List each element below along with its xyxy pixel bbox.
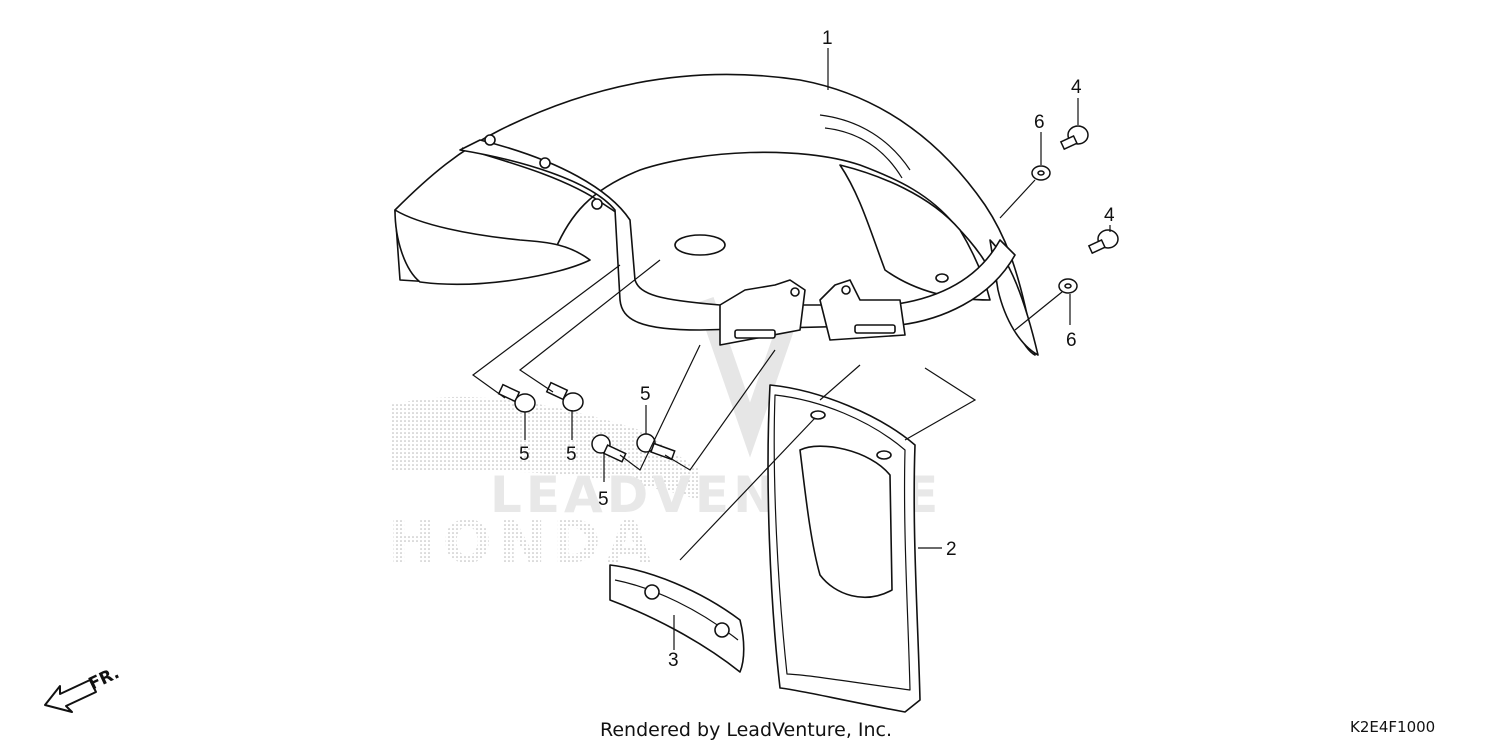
fender-rib-3 [824, 127, 903, 179]
leader-flap-2 [904, 367, 977, 441]
mud-flap [767, 384, 921, 713]
callout-5-b: 5 [566, 444, 577, 465]
washer-hole [1064, 283, 1072, 289]
front-arrow-icon [44, 679, 97, 713]
leader-washer-lower [1014, 291, 1063, 331]
mud-flap-hole [876, 450, 892, 460]
callout-5-d: 5 [640, 384, 651, 405]
front-label: FR. [86, 663, 123, 694]
reflector-stud [714, 622, 730, 638]
reflector [609, 564, 745, 673]
bolt-d [636, 433, 676, 461]
honda-wing-logo [390, 396, 700, 500]
fender-front-lip [394, 209, 591, 286]
washer-upper [1031, 165, 1051, 181]
stay-slot-left [734, 329, 776, 339]
callout-5-a: 5 [519, 444, 530, 465]
bolt-shank [545, 381, 569, 401]
footer-credit: Rendered by LeadVenture, Inc. [600, 719, 893, 741]
fender-grommet [674, 234, 726, 256]
callout-2: 2 [946, 539, 957, 560]
screw-shank [1087, 238, 1106, 255]
leader-flap [819, 364, 861, 401]
callout-6-lower: 6 [1066, 330, 1077, 351]
leader-lines [471, 48, 1111, 650]
callout-6-upper: 6 [1034, 112, 1045, 133]
fender-stay [459, 134, 1016, 346]
mud-flap-hole [810, 410, 826, 420]
front-direction-indicator: FR. [44, 663, 123, 713]
bolt-a [497, 383, 536, 413]
leader-bolt-b [518, 259, 661, 393]
fender-hole [935, 273, 949, 283]
leader-washer-upper [999, 179, 1036, 219]
callout-4-lower: 4 [1104, 205, 1115, 226]
screw-lower [1087, 229, 1119, 255]
fender-rivet [591, 198, 603, 210]
reflector-body [609, 564, 745, 673]
washer-hole [1037, 170, 1045, 176]
leader-bolt-c [619, 344, 701, 471]
callout-1: 1 [822, 28, 833, 49]
callout-4-upper: 4 [1071, 77, 1082, 98]
bolt-head [514, 393, 536, 413]
stay-slot-right [854, 324, 896, 334]
leader-bolt-a [471, 264, 621, 399]
callouts: 1 2 3 4 4 5 5 5 5 6 6 [519, 28, 1115, 671]
callout-5-c: 5 [598, 489, 609, 510]
bolt-head [562, 392, 584, 412]
fender-rib-2 [819, 114, 911, 171]
screw-shank [1059, 134, 1078, 151]
watermark-brand: HONDA [388, 508, 657, 576]
fender-rivet [539, 157, 551, 169]
bolt-b [545, 381, 584, 412]
stay-hole [841, 285, 851, 295]
mud-flap-inner-border [773, 394, 911, 691]
stay-arm [459, 139, 1016, 331]
callout-3: 3 [668, 650, 679, 671]
mud-flap-recess [799, 445, 893, 598]
fender-inner-panel [839, 164, 991, 301]
bolt-shank [649, 442, 676, 461]
leader-bolt-d [664, 349, 776, 471]
stay-plate-left [719, 279, 806, 346]
washer-lower [1058, 278, 1078, 294]
reflector-stud [644, 584, 660, 600]
fender-rivet [484, 134, 496, 146]
diagram-code: K2E4F1000 [1350, 718, 1436, 736]
screw-upper [1059, 125, 1089, 151]
stay-hole [790, 287, 800, 297]
leader-reflector [679, 417, 816, 561]
